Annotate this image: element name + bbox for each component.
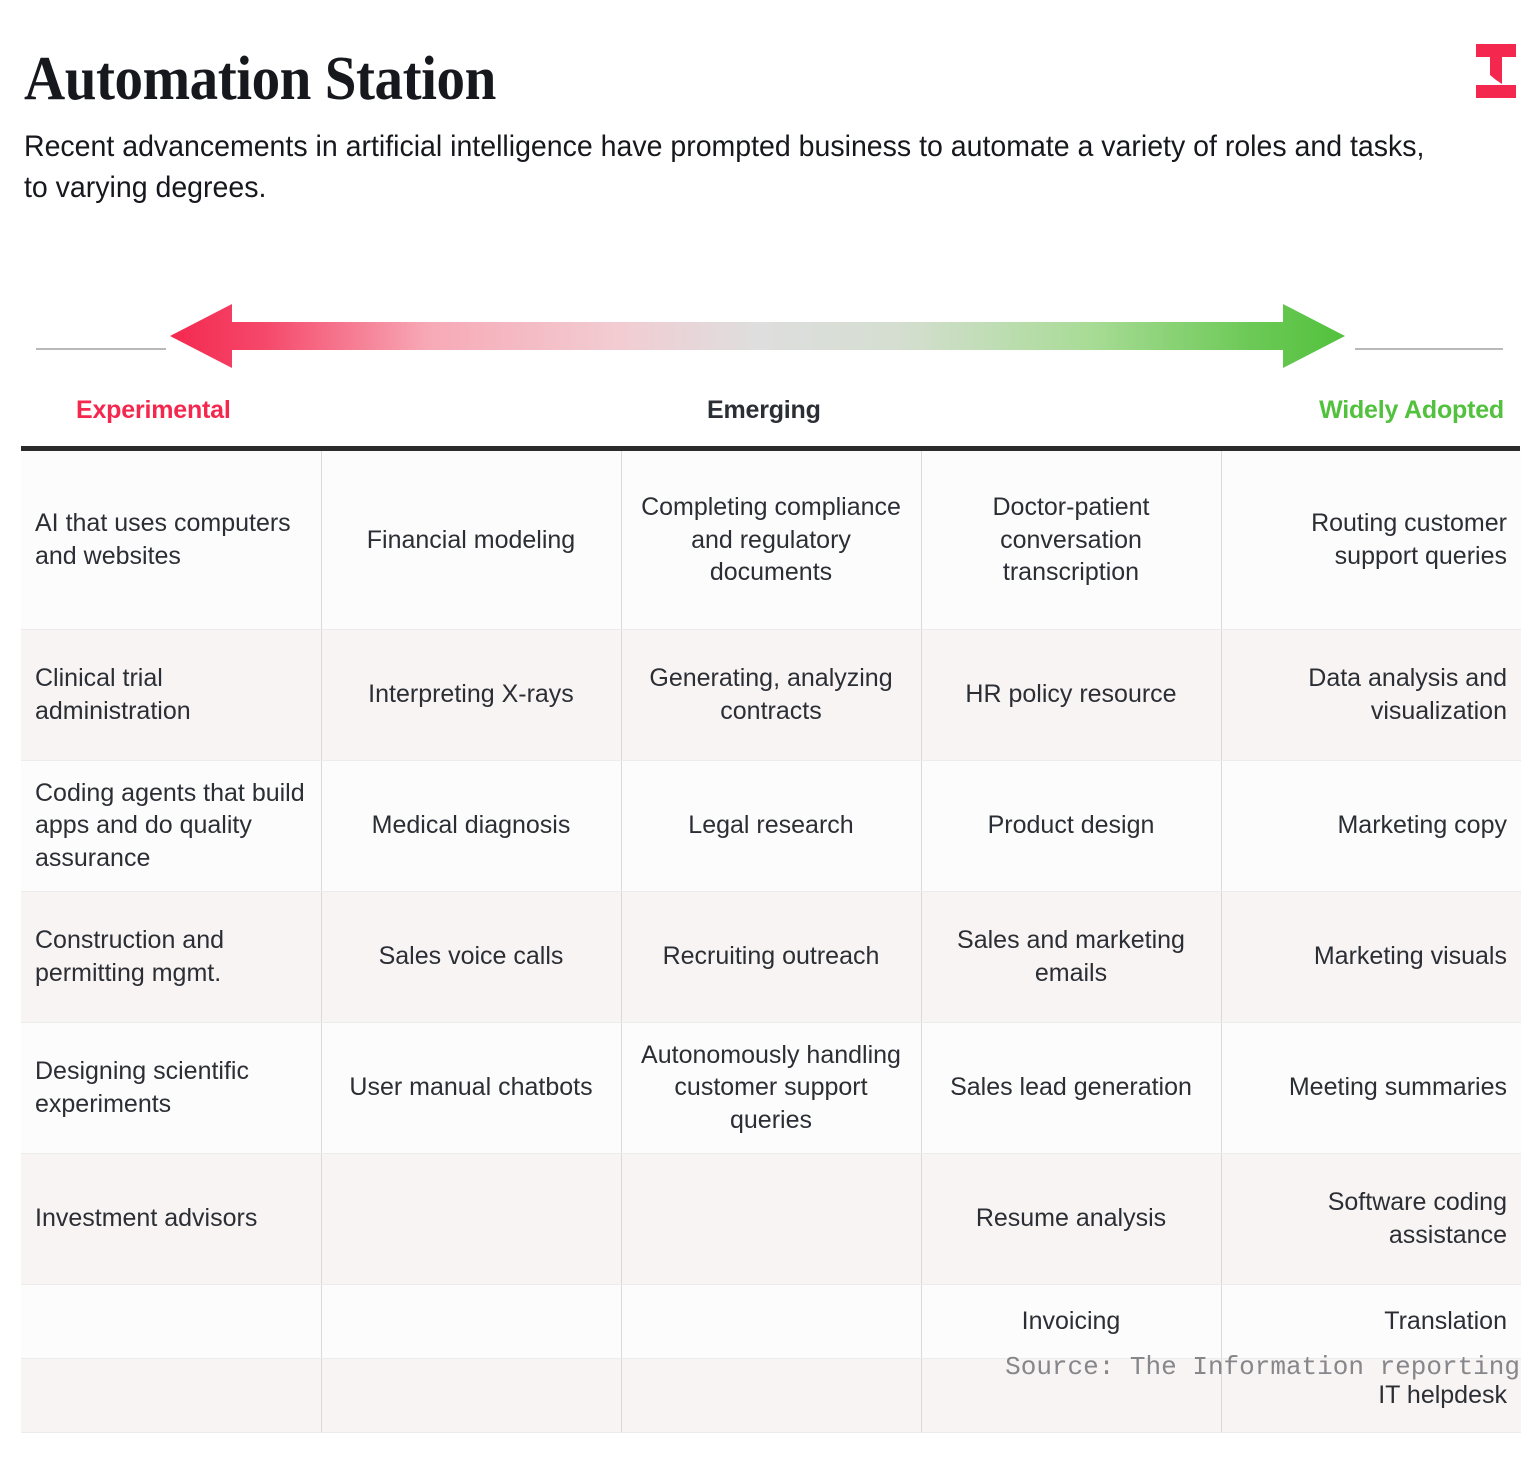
table-row: Clinical trial administration Interpreti… (21, 629, 1521, 761)
table-row: Construction and permitting mgmt. Sales … (21, 891, 1521, 1023)
the-information-logo-icon (1476, 44, 1516, 100)
table-row: Investment advisors Resume analysis Soft… (21, 1153, 1521, 1285)
table-row: Designing scientific experiments User ma… (21, 1022, 1521, 1154)
table-cell: Marketing visuals (1221, 891, 1521, 1023)
table-cell (621, 1284, 922, 1359)
table-cell: Marketing copy (1221, 760, 1521, 892)
table-cell: Invoicing (921, 1284, 1222, 1359)
table-cell: Investment advisors (21, 1153, 322, 1285)
stage-labels: Experimental Emerging Widely Adopted (0, 396, 1540, 436)
table-cell: AI that uses computers and websites (21, 451, 322, 630)
table-cell: Designing scientific experiments (21, 1022, 322, 1154)
table-cell: Software coding assistance (1221, 1153, 1521, 1285)
table-cell: Generating, analyzing contracts (621, 629, 922, 761)
table-cell: Legal research (621, 760, 922, 892)
table-cell (621, 1153, 922, 1285)
table-cell (321, 1358, 622, 1433)
page-subtitle: Recent advancements in artificial intell… (24, 130, 1425, 205)
table-cell: Construction and permitting mgmt. (21, 891, 322, 1023)
page-header: Automation Station Recent advancements i… (24, 48, 1524, 209)
table-cell: Sales and marketing emails (921, 891, 1222, 1023)
table-cell: Resume analysis (921, 1153, 1222, 1285)
table-cell: IT helpdesk (1221, 1358, 1521, 1433)
table-cell: Meeting summaries (1221, 1022, 1521, 1154)
table-cell: Data analysis and visualization (1221, 629, 1521, 761)
table-cell: Medical diagnosis (321, 760, 622, 892)
stage-label-experimental: Experimental (76, 396, 231, 424)
table-row: Coding agents that build apps and do qua… (21, 760, 1521, 892)
spectrum-rule-right (1355, 348, 1503, 350)
table-cell: Interpreting X-rays (321, 629, 622, 761)
table-cell: Sales lead generation (921, 1022, 1222, 1154)
table-row: IT helpdesk (21, 1358, 1521, 1433)
spectrum-rule-left (36, 348, 166, 350)
table-cell: Translation (1221, 1284, 1521, 1359)
table-row: AI that uses computers and websites Fina… (21, 451, 1521, 630)
source-note: Source: The Information reporting (1005, 1352, 1520, 1382)
table-cell: Financial modeling (321, 451, 622, 630)
table-cell (21, 1284, 322, 1359)
table-cell (921, 1358, 1222, 1433)
stage-label-emerging: Emerging (707, 396, 821, 424)
table-cell (321, 1153, 622, 1285)
table-cell (21, 1358, 322, 1433)
page-title: Automation Station (24, 45, 496, 113)
bidirectional-gradient-arrow-icon (170, 304, 1345, 368)
table-cell (321, 1284, 622, 1359)
table-cell: Sales voice calls (321, 891, 622, 1023)
table-cell: User manual chatbots (321, 1022, 622, 1154)
table-cell (621, 1358, 922, 1433)
table-cell: Routing customer support queries (1221, 451, 1521, 630)
table-cell: Product design (921, 760, 1222, 892)
table-row: Invoicing Translation (21, 1284, 1521, 1359)
table-cell: Coding agents that build apps and do qua… (21, 760, 322, 892)
table-cell: Completing compliance and regulatory doc… (621, 451, 922, 630)
table-cell: Clinical trial administration (21, 629, 322, 761)
automation-table: AI that uses computers and websites Fina… (21, 446, 1521, 1433)
spectrum-band (0, 298, 1540, 376)
stage-label-widely-adopted: Widely Adopted (1319, 396, 1504, 424)
table-cell: Autonomously handling customer support q… (621, 1022, 922, 1154)
table-cell: Recruiting outreach (621, 891, 922, 1023)
table-cell: HR policy resource (921, 629, 1222, 761)
table-cell: Doctor-patient conversation transcriptio… (921, 451, 1222, 630)
